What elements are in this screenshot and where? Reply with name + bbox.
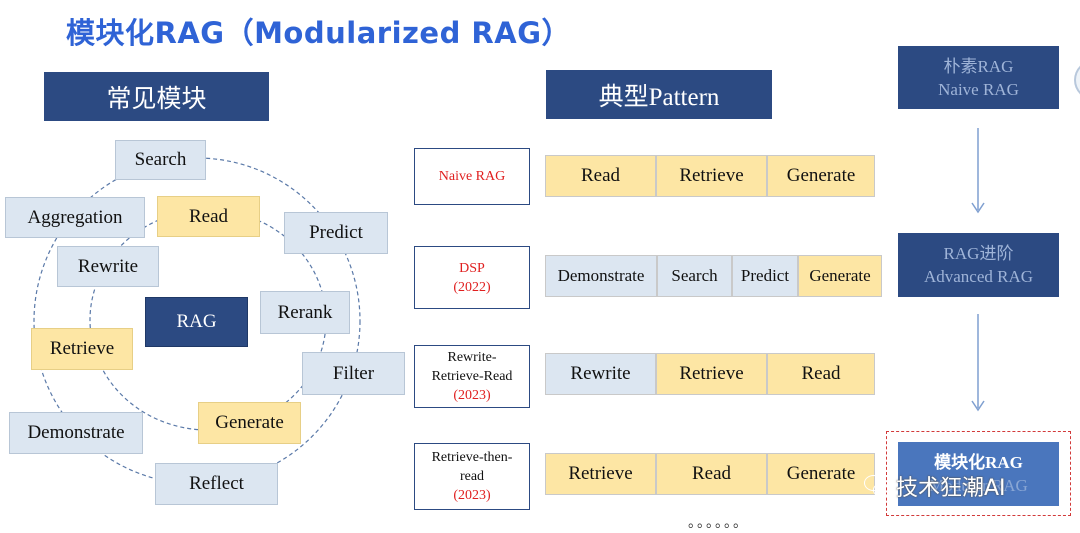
step-predict: Predict [732, 255, 798, 297]
modules-header: 常见模块 [44, 72, 269, 121]
pattern-year: (2022) [453, 279, 491, 295]
step-rewrite: Rewrite [545, 353, 656, 395]
step-read: Read [545, 155, 656, 197]
evolution-advanced-rag: RAG进阶 Advanced RAG [898, 233, 1059, 297]
pattern-label-naive-rag: Naive RAG [414, 148, 530, 205]
evolution-advanced-zh: RAG进阶 [943, 244, 1014, 263]
module-rag-core: RAG [145, 297, 248, 347]
module-rewrite: Rewrite [57, 246, 159, 287]
evolution-naive-rag: 朴素RAG Naive RAG [898, 46, 1059, 109]
modular-rag-highlight [886, 431, 1071, 516]
page-title: 模块化RAG（Modularized RAG） [66, 16, 571, 50]
pattern-year: (2023) [453, 388, 491, 403]
pattern-flow-dsp: Demonstrate Search Predict Generate [545, 255, 882, 297]
step-retrieve: Retrieve [656, 353, 767, 395]
step-read: Read [767, 353, 875, 395]
module-aggregation: Aggregation [5, 197, 145, 238]
evolution-modular-zh: 模块化RAG [934, 453, 1023, 472]
evolution-advanced-en: Advanced RAG [923, 267, 1034, 286]
pattern-flow-retrieve-then-read: Retrieve Read Generate [545, 453, 875, 495]
pattern-header: 典型Pattern [546, 70, 772, 119]
arrow-head-2 [971, 400, 985, 412]
step-generate: Generate [767, 453, 875, 495]
evolution-modular-en: Modular RAG [929, 476, 1028, 495]
watermark-text: 技术狂潮AI [896, 476, 1006, 501]
module-predict: Predict [284, 212, 388, 254]
step-search: Search [657, 255, 732, 297]
pattern-flow-naive-rag: Read Retrieve Generate [545, 155, 875, 197]
pattern-label-retrieve-then-read: Retrieve-then- read (2023) [414, 443, 530, 510]
module-rerank: Rerank [260, 291, 350, 334]
pattern-name: Naive RAG [438, 169, 506, 184]
evolution-naive-en: Naive RAG [938, 79, 1019, 99]
pattern-label-rewrite-retrieve-read: Rewrite- Retrieve-Read (2023) [414, 345, 530, 408]
step-retrieve: Retrieve [545, 453, 656, 495]
watermark: 技术狂潮AI [864, 470, 1006, 502]
step-demonstrate: Demonstrate [545, 255, 657, 297]
step-generate: Generate [798, 255, 882, 297]
pattern-name: Retrieve-then- read [431, 450, 513, 484]
pattern-label-dsp: DSP (2022) [414, 246, 530, 309]
pattern-year: (2023) [453, 488, 491, 503]
module-generate: Generate [198, 402, 301, 444]
wechat-icon [864, 475, 890, 497]
evolution-modular-rag: 模块化RAG Modular RAG [898, 442, 1059, 506]
arrow-head-1 [971, 202, 985, 214]
more-patterns-ellipsis: 。。。。。。 [688, 516, 749, 531]
module-reflect: Reflect [155, 463, 278, 505]
pattern-name: DSP [459, 260, 485, 276]
step-retrieve: Retrieve [656, 155, 767, 197]
pattern-name: Rewrite- Retrieve-Read [431, 350, 513, 384]
step-generate: Generate [767, 155, 875, 197]
pattern-flow-rewrite-retrieve-read: Rewrite Retrieve Read [545, 353, 875, 395]
module-search: Search [115, 140, 206, 180]
module-retrieve: Retrieve [31, 328, 133, 370]
module-demonstrate: Demonstrate [9, 412, 143, 454]
module-read: Read [157, 196, 260, 237]
step-read: Read [656, 453, 767, 495]
evolution-naive-zh: 朴素RAG [943, 56, 1014, 76]
module-filter: Filter [302, 352, 405, 395]
